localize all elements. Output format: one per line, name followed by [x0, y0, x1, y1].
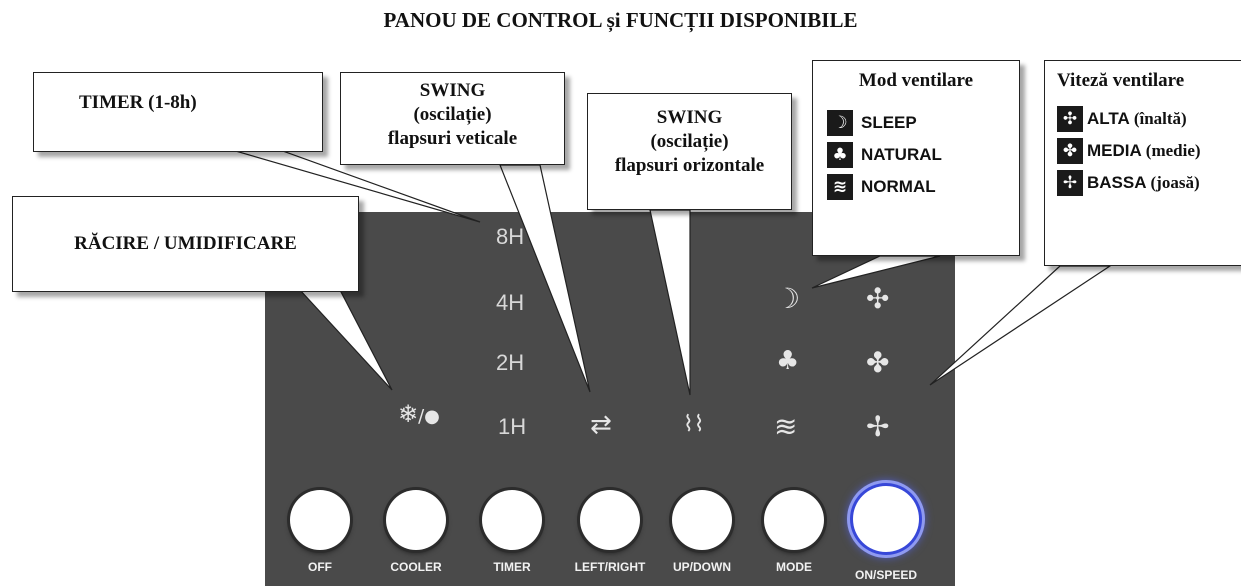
fan-high-icon: ✣ [866, 282, 890, 315]
left-right-button[interactable] [580, 490, 640, 550]
mode-legend: Mod ventilare ☽ SLEEP ♣ NATURAL ≋ NORMAL [812, 60, 1020, 256]
racire-callout: RĂCIRE / UMIDIFICARE [12, 196, 359, 292]
up-down-button[interactable] [672, 490, 732, 550]
swing-v-line2: (oscilație) [413, 104, 492, 125]
racire-callout-text: RĂCIRE / UMIDIFICARE [74, 233, 297, 254]
swing-left-right-icon: ⇄ [590, 410, 612, 440]
cooler-humidify-icon: ❄/● [398, 400, 440, 428]
swing-v-line1: SWING [419, 80, 486, 101]
speed-pointer [929, 265, 1112, 386]
on-speed-button[interactable] [853, 486, 919, 552]
tree-icon: ♣ [827, 142, 853, 168]
timer-button[interactable] [482, 490, 542, 550]
mode-legend-label: NATURAL [861, 145, 942, 164]
swing-v-pointer [499, 164, 591, 393]
speed-legend-label: MEDIA [1087, 141, 1142, 160]
mode-legend-label: NORMAL [861, 177, 936, 196]
timer-1h-label: 1H [498, 414, 527, 439]
fan-low-icon: ✢ [1057, 170, 1083, 196]
speed-legend-note: (medie) [1145, 141, 1201, 160]
page-title: PANOU DE CONTROL și FUNCȚII DISPONIBILE [383, 8, 858, 32]
swing-h-line3: flapsuri orizontale [614, 155, 765, 176]
tree-icon: ♣ [776, 346, 800, 376]
left-right-button-label: LEFT/RIGHT [574, 560, 646, 574]
fan-medium-icon: ✤ [1057, 138, 1083, 164]
timer-callout: TIMER (1-8h) [33, 72, 323, 152]
speed-legend-note: (înaltă) [1133, 109, 1187, 128]
off-button-label: OFF [308, 560, 332, 574]
fan-high-icon: ✣ [1057, 106, 1083, 132]
mode-button[interactable] [764, 490, 824, 550]
mode-legend-title: Mod ventilare [858, 70, 974, 91]
waves-icon: ≋ [827, 174, 853, 200]
mode-legend-label: SLEEP [861, 113, 917, 132]
speed-legend-row: ✣ ALTA (înaltă) [1057, 103, 1235, 135]
cooler-button-label: COOLER [390, 560, 442, 574]
mode-button-label: MODE [776, 560, 812, 574]
speed-legend-note: (joasă) [1150, 173, 1200, 192]
speed-legend: Viteză ventilare ✣ ALTA (înaltă) ✤ MEDIA… [1044, 60, 1241, 266]
mode-pointer [811, 255, 941, 289]
speed-legend-row: ✤ MEDIA (medie) [1057, 135, 1235, 167]
fan-low-icon: ✢ [866, 410, 890, 443]
swing-up-down-icon: ⌇⌇ [683, 412, 705, 437]
cooler-button[interactable] [386, 490, 446, 550]
mode-legend-row: ≋ NORMAL [827, 171, 1005, 203]
speed-legend-row: ✢ BASSA (joasă) [1057, 167, 1235, 199]
speed-legend-label: ALTA [1087, 109, 1130, 128]
swing-h-pointer [649, 209, 691, 396]
fan-medium-icon: ✤ [866, 346, 890, 379]
timer-4h-label: 4H [496, 290, 525, 315]
up-down-button-label: UP/DOWN [673, 560, 731, 574]
swing-horizontal-callout: SWING (oscilație) flapsuri orizontale [587, 93, 792, 210]
mode-legend-row: ☽ SLEEP [827, 107, 1005, 139]
racire-pointer [298, 289, 393, 391]
on-speed-button-label: ON/SPEED [854, 568, 917, 582]
waves-icon: ≋ [774, 410, 798, 443]
timer-callout-text: TIMER (1-8h) [79, 92, 197, 113]
speed-legend-title: Viteză ventilare [1057, 70, 1185, 91]
moon-icon: ☽ [775, 282, 801, 315]
timer-2h-label: 2H [496, 350, 525, 375]
moon-icon: ☽ [827, 110, 853, 136]
timer-8h-label: 8H [496, 224, 525, 249]
swing-v-line3: flapsuri veticale [387, 128, 518, 149]
swing-h-line2: (oscilație) [650, 131, 729, 152]
swing-h-line1: SWING [656, 107, 723, 128]
off-button[interactable] [290, 490, 350, 550]
mode-legend-row: ♣ NATURAL [827, 139, 1005, 171]
speed-legend-label: BASSA [1087, 173, 1147, 192]
timer-button-label: TIMER [493, 560, 531, 574]
swing-vertical-callout: SWING (oscilație) flapsuri veticale [340, 72, 565, 165]
